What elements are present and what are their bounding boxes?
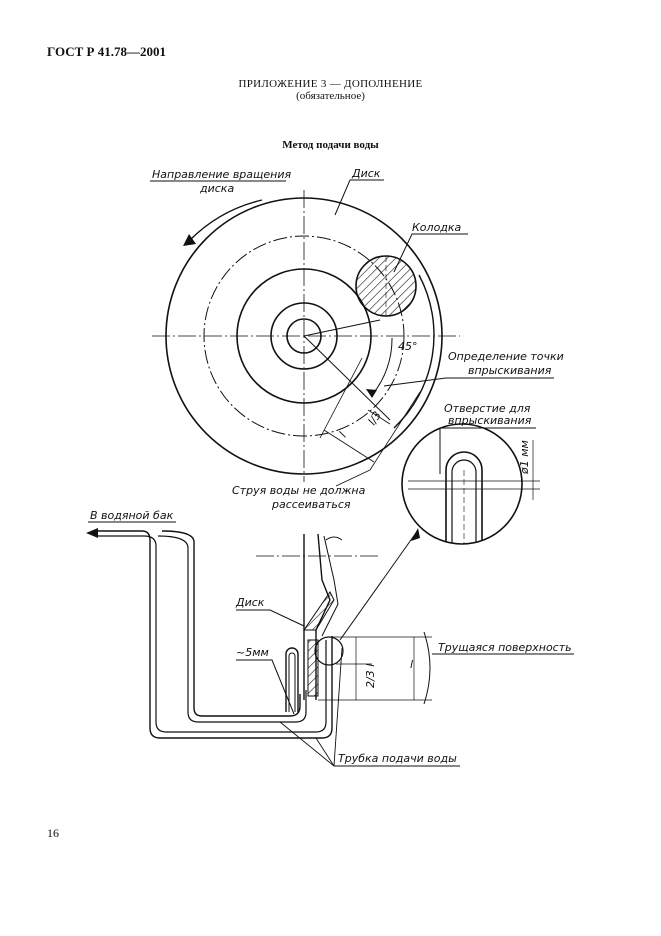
radius-line-45 — [303, 335, 391, 421]
tube-mid-outer — [96, 535, 327, 733]
friction-bracket — [423, 631, 431, 705]
rotation-arrow-head-icon — [183, 234, 196, 246]
angle-arrow-head-icon — [366, 389, 377, 398]
jet-length-label: l — [337, 430, 350, 440]
hole-label-line2: впрыскивания — [448, 414, 532, 427]
rotation-label-line1: Направление вращения — [152, 168, 291, 181]
disk-wavy-break — [325, 536, 343, 541]
detail-connector-arrow-icon — [411, 528, 420, 541]
disk-side-label: Диск — [235, 596, 265, 609]
hole-leader — [439, 427, 536, 474]
injection-point-label-line2: впрыскивания — [468, 364, 552, 377]
rotation-arrow — [189, 199, 263, 241]
page-number: 16 — [47, 826, 59, 840]
pad-label: Колодка — [412, 221, 462, 234]
disk-top-view — [152, 190, 460, 482]
injection-arc — [393, 274, 435, 429]
tube-inner — [161, 530, 301, 717]
gap-label: ~5мм — [236, 646, 269, 659]
detail-connector — [339, 529, 419, 641]
water-tank-label: В водяной бак — [90, 509, 174, 522]
tube-mid-inner — [157, 535, 307, 723]
jet-dimension-line — [323, 429, 375, 463]
water-supply-tube — [96, 530, 333, 739]
nozzle-detail-inset — [401, 423, 523, 545]
two-thirds-label: 2/3 l — [364, 664, 377, 688]
injection-point-leader — [383, 377, 554, 387]
jet-label-line1: Струя воды не должна — [232, 484, 366, 497]
disk-leader-line — [334, 179, 384, 216]
angle-label: 45° — [398, 340, 418, 353]
jet-label-line2: рассеиваться — [271, 498, 351, 511]
rotation-label-line2: диска — [199, 182, 234, 195]
tube-u-end-inner — [288, 652, 296, 712]
jet-third-dimension — [367, 409, 391, 425]
diameter-label: ø1 мм — [518, 440, 531, 475]
jet-extension-1 — [319, 357, 363, 439]
jet-extension-2 — [369, 391, 421, 471]
angle-arc — [371, 337, 393, 396]
radius-line-upper — [303, 319, 381, 337]
nozzle-outer-wall — [445, 451, 483, 544]
l-label: l — [410, 658, 413, 671]
jet-leader — [335, 469, 371, 487]
pad-leader-line — [393, 233, 468, 273]
disk-top-label: Диск — [351, 167, 381, 180]
tube-outer — [96, 530, 333, 739]
nozzle-inner-wall — [451, 459, 477, 544]
disk-hatched-section — [303, 591, 335, 631]
disk-side-leader — [236, 609, 305, 627]
jet-third-label: l/3 — [366, 409, 384, 428]
figure-title: Метод подачи воды — [282, 139, 379, 151]
tube-leader-1 — [279, 721, 335, 767]
document-standard-code: ГОСТ Р 41.78—2001 — [47, 44, 166, 59]
tube-u-end — [285, 647, 299, 712]
brake-pad — [355, 255, 417, 317]
tube-leader-3 — [333, 647, 343, 767]
disk-profile-outer — [321, 535, 339, 637]
injection-point-label-line1: Определение точки — [448, 350, 564, 363]
side-view — [256, 533, 432, 705]
supply-tube-label: Трубка подачи воды — [338, 752, 457, 765]
friction-surface-label: Трущаяся поверхность — [438, 641, 572, 654]
hole-label-line1: Отверстие для — [444, 402, 531, 415]
water-tank-arrow-icon — [86, 528, 98, 538]
pad-hatched-section — [307, 639, 319, 697]
side-detail-circle — [314, 636, 344, 666]
appendix-subtitle: (обязательное) — [296, 90, 365, 102]
tube-leader-2 — [315, 737, 335, 767]
appendix-title: ПРИЛОЖЕНИЕ 3 — ДОПОЛНЕНИЕ — [238, 78, 423, 90]
